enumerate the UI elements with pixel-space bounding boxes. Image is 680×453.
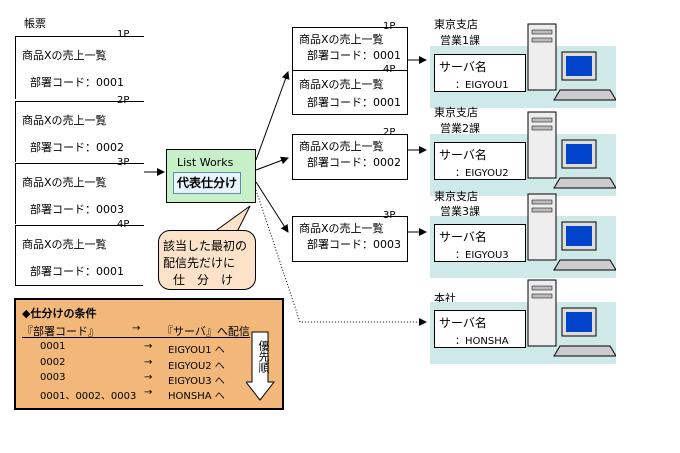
server-location: 東京支店	[434, 18, 478, 31]
arrow-to-group-2	[255, 156, 289, 171]
page-title: 商品Xの売上一覧	[299, 33, 384, 46]
sorted-group-2: 商品Xの売上一覧 部署コード：0002	[292, 134, 408, 180]
page-title: 商品Xの売上一覧	[299, 78, 384, 91]
condition-arrow: →	[144, 341, 153, 352]
ledger-page-number: 3P	[117, 157, 130, 168]
server-name: ：EIGYOU3	[455, 250, 509, 261]
page-title: 商品Xの売上一覧	[22, 238, 107, 251]
condition-arrow: →	[144, 357, 153, 368]
arrow-to-group-3	[255, 181, 289, 233]
page-title: 商品Xの売上一覧	[299, 222, 384, 235]
server-label: サーバ名	[439, 60, 487, 74]
condition-code: 0003	[40, 372, 66, 383]
computer-icon	[527, 279, 616, 357]
page-dept-code: 部署コード：0002	[30, 141, 124, 154]
callout-line-2: 配信先だけに	[163, 256, 236, 270]
page-divider	[293, 70, 407, 71]
priority-arrow-icon	[246, 331, 276, 401]
condition-arrow: →	[144, 372, 153, 383]
ledger-page-1: 商品Xの売上一覧 部署コード：0001	[15, 36, 144, 99]
condition-server: EIGYOU3 へ	[168, 376, 225, 387]
conditions-header-arrow: →	[132, 323, 141, 334]
sort-conditions-box: ◆仕分けの条件 『部署コード』 → 『サーバ』へ配信 0001 → EIGYOU…	[14, 298, 284, 410]
page-dept-code: 部署コード：0001	[30, 76, 124, 89]
server-location: 東京支店	[434, 190, 478, 203]
server-name: ：EIGYOU1	[455, 80, 509, 91]
condition-server: EIGYOU2 へ	[168, 361, 225, 372]
server-label: サーバ名	[439, 316, 487, 330]
page-dept-code: 部署コード：0003	[30, 203, 124, 216]
server-label: サーバ名	[439, 148, 487, 162]
ledger-page-number: 4P	[117, 219, 130, 230]
server-panel-honsha: サーバ名 ：HONSHA	[430, 279, 616, 364]
ledger-stack-bottom-edge	[15, 285, 143, 286]
server-location: 東京支店	[434, 106, 478, 119]
page-title: 商品Xの売上一覧	[22, 49, 107, 62]
page-dept-code: 部署コード：0001	[307, 96, 401, 109]
server-name: ：HONSHA	[455, 336, 509, 347]
page-dept-code: 部署コード：0002	[307, 156, 401, 169]
group-page-number: 4P	[383, 64, 396, 75]
page-dept-code: 部署コード：0001	[307, 49, 401, 62]
condition-server: HONSHA へ	[168, 391, 225, 402]
server-unit: 営業2課	[440, 122, 480, 135]
server-unit: 営業3課	[440, 205, 480, 218]
priority-label: 優先順	[257, 340, 270, 373]
ledger-page-2: 商品Xの売上一覧 部署コード：0002	[15, 101, 144, 162]
list-works-name: List Works	[177, 156, 234, 169]
list-works-box: List Works 代表仕分け	[166, 149, 256, 203]
condition-server: EIGYOU1 へ	[168, 345, 225, 356]
conditions-heading: ◆仕分けの条件	[22, 307, 97, 320]
ledger-page-3: 商品Xの売上一覧 部署コード：0003	[15, 163, 144, 224]
group-page-number: 3P	[383, 210, 396, 221]
computer-icon	[527, 193, 616, 271]
conditions-header-col1: 『部署コード』	[22, 325, 99, 338]
page-dept-code: 部署コード：0003	[307, 238, 401, 251]
sorted-group-3: 商品Xの売上一覧 部署コード：0003	[292, 216, 408, 262]
page-dept-code: 部署コード：0001	[30, 265, 124, 278]
condition-code: 0002	[40, 357, 66, 368]
condition-code: 0001	[40, 341, 66, 352]
server-panel-eigyou3: サーバ名 ：EIGYOU3	[430, 193, 616, 278]
page-title: 商品Xの売上一覧	[299, 140, 384, 153]
callout-line-3: 仕 分 け	[173, 273, 234, 287]
server-label-box: サーバ名 ：EIGYOU3	[434, 224, 526, 262]
server-label-box: サーバ名 ：EIGYOU1	[434, 54, 526, 92]
condition-code: 0001、0002、0003	[40, 391, 137, 402]
server-unit: 営業1課	[440, 34, 480, 47]
condition-arrow: →	[144, 387, 153, 398]
server-panel-eigyou1: サーバ名 ：EIGYOU1	[430, 23, 616, 108]
sorted-group-1: 商品Xの売上一覧 部署コード：0001 商品Xの売上一覧 部署コード：0001	[292, 27, 408, 115]
arrow-to-group-1	[255, 71, 290, 161]
page-title: 商品Xの売上一覧	[22, 176, 107, 189]
callout-bubble: 該当した最初の 配信先だけに 仕 分 け	[158, 230, 256, 290]
computer-icon	[527, 111, 616, 189]
server-location: 本社	[434, 292, 456, 305]
ledger-title: 帳票	[24, 17, 46, 30]
representative-sort-label: 代表仕分け	[173, 172, 241, 194]
server-name: ：EIGYOU2	[455, 168, 509, 179]
server-panel-eigyou2: サーバ名 ：EIGYOU2	[430, 111, 616, 196]
conditions-header-col2: 『サーバ』へ配信	[162, 325, 250, 338]
ledger-page-number: 1P	[117, 29, 130, 40]
group-page-number: 1P	[383, 21, 396, 32]
ledger-page-number: 2P	[117, 95, 130, 106]
server-label: サーバ名	[439, 230, 487, 244]
ledger-page-4: 商品Xの売上一覧 部署コード：0001	[15, 225, 144, 286]
page-title: 商品Xの売上一覧	[22, 114, 107, 127]
callout-line-1: 該当した最初の	[163, 239, 248, 253]
conditions-header-rule	[22, 337, 250, 338]
server-label-box: サーバ名 ：EIGYOU2	[434, 142, 526, 180]
group-page-number: 2P	[383, 127, 396, 138]
server-label-box: サーバ名 ：HONSHA	[434, 310, 526, 348]
computer-icon	[527, 23, 616, 101]
